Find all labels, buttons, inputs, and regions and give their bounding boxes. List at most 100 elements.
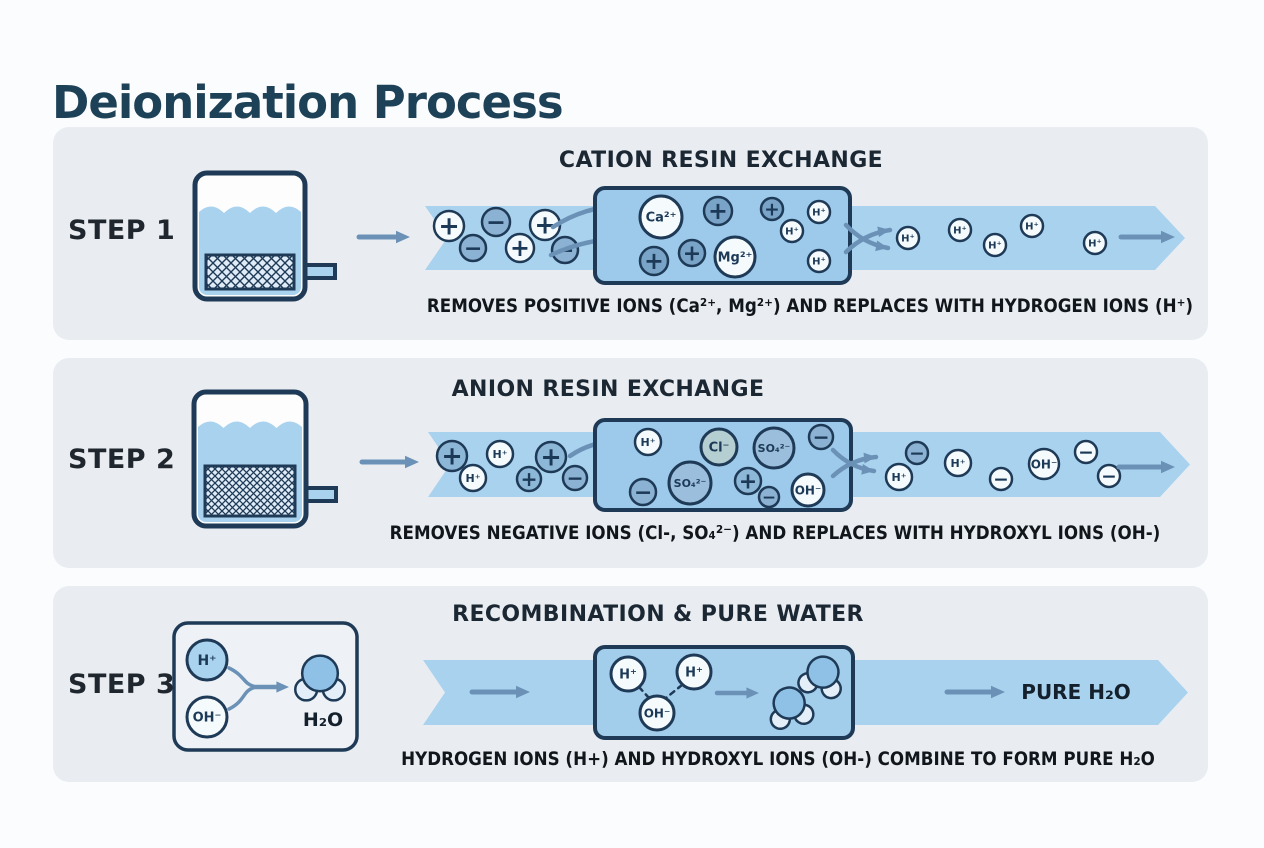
svg-text:OH⁻: OH⁻ (1031, 457, 1058, 471)
ion-circle: + (528, 208, 562, 242)
svg-text:H⁺: H⁺ (891, 471, 906, 484)
ion-circle: SO₄²⁻ (752, 426, 796, 470)
ion-circle: − (561, 464, 589, 492)
ion-circle: + (432, 209, 466, 243)
step-1-figure: +−+−+−Ca²⁺++H⁺H⁺++Mg²⁺H⁺H⁺H⁺H⁺H⁺H⁺ (192, 170, 1185, 302)
svg-text:+: + (534, 211, 555, 241)
tank-icon (192, 170, 337, 302)
svg-text:−: − (566, 466, 583, 490)
ion-circle: Cl⁻ (699, 427, 739, 467)
step-2-label: STEP 2 (68, 444, 176, 475)
svg-text:SO₄²⁻: SO₄²⁻ (674, 477, 707, 490)
ion-circle: + (515, 465, 543, 493)
svg-text:H⁺: H⁺ (812, 208, 826, 219)
svg-text:H⁺: H⁺ (950, 457, 965, 470)
ion-circle: OH⁻ (638, 694, 676, 732)
svg-text:+: + (540, 443, 561, 473)
step-3-label: STEP 3 (68, 669, 176, 700)
ion-circle: OH⁻ (185, 695, 229, 739)
flow-arrow-icon (714, 687, 759, 699)
exchange-arrow-icon (843, 226, 893, 255)
svg-text:−: − (909, 443, 925, 464)
flow-arrow-icon (250, 681, 289, 693)
svg-text:+: + (683, 241, 702, 267)
svg-text:+: + (520, 467, 537, 491)
svg-text:OH⁻: OH⁻ (795, 483, 822, 497)
ion-circle: OH⁻ (790, 472, 826, 508)
tank-icon (191, 389, 338, 529)
ion-circle: − (757, 485, 781, 509)
ion-circle: H⁺ (947, 217, 973, 243)
step-2-panel: +H⁺+H⁺+−H⁺Cl⁻SO₄²⁻−−SO₄²⁻+−OH⁻H⁺−H⁺−OH⁻−… (53, 358, 1208, 568)
ion-circle: H⁺ (884, 462, 914, 492)
svg-text:H⁺: H⁺ (785, 227, 799, 238)
ion-circle: + (733, 466, 763, 496)
step-1-heading: CATION RESIN EXCHANGE (558, 148, 884, 173)
ion-circle: H⁺ (982, 232, 1008, 258)
svg-text:−: − (993, 469, 1009, 490)
svg-text:−: − (1078, 442, 1094, 463)
ion-circle: + (435, 439, 469, 473)
ion-circle: H⁺ (1019, 213, 1045, 239)
ion-circle: − (988, 466, 1014, 492)
flow-arrow-icon (469, 685, 530, 699)
ion-circle: SO₄²⁻ (667, 460, 713, 506)
svg-text:H⁺: H⁺ (1088, 239, 1102, 250)
svg-text:H⁺: H⁺ (619, 668, 637, 683)
ion-circle: + (759, 196, 785, 222)
svg-text:H⁺: H⁺ (197, 653, 216, 669)
ion-circle: − (1073, 439, 1099, 465)
svg-text:OH⁻: OH⁻ (644, 706, 671, 720)
svg-text:OH⁻: OH⁻ (193, 711, 222, 726)
step-2-figure: +H⁺+H⁺+−H⁺Cl⁻SO₄²⁻−−SO₄²⁻+−OH⁻H⁺−H⁺−OH⁻−… (191, 389, 1190, 529)
water-molecule-icon (294, 654, 346, 702)
page-title: Deionization Process (52, 76, 564, 130)
svg-text:+: + (510, 234, 530, 262)
bond-dash (664, 683, 684, 700)
svg-text:H⁺: H⁺ (901, 234, 915, 245)
svg-text:SO₄²⁻: SO₄²⁻ (758, 442, 791, 455)
step-1-panel: +−+−+−Ca²⁺++H⁺H⁺++Mg²⁺H⁺H⁺H⁺H⁺H⁺H⁺ STEP … (53, 127, 1208, 340)
svg-text:H⁺: H⁺ (953, 226, 967, 237)
ion-circle: + (677, 238, 707, 268)
ion-circle: − (1096, 463, 1122, 489)
svg-text:H⁺: H⁺ (1025, 222, 1039, 233)
connector-path (227, 666, 255, 688)
step-3-caption: HYDROGEN IONS (H+) AND HYDROXYL IONS (OH… (401, 748, 1155, 770)
ion-circle: H⁺ (675, 653, 713, 691)
figure-label: PURE H₂O (1021, 680, 1130, 704)
ion-circle: − (480, 206, 512, 238)
svg-text:−: − (464, 236, 483, 262)
step-2-heading: ANION RESIN EXCHANGE (451, 377, 765, 402)
ion-circle: H⁺ (806, 199, 832, 225)
ion-circle: − (807, 423, 835, 451)
svg-text:−: − (486, 208, 506, 236)
svg-text:H⁺: H⁺ (685, 666, 703, 681)
svg-text:+: + (708, 197, 728, 225)
ion-circle: H⁺ (895, 225, 921, 251)
svg-text:+: + (441, 442, 462, 472)
flow-arrow-icon (359, 455, 419, 469)
svg-text:−: − (634, 480, 653, 506)
ion-circle: Mg²⁺ (713, 235, 757, 279)
flow-arrow-icon (944, 685, 1005, 699)
svg-text:+: + (644, 247, 664, 275)
ion-circle: + (504, 232, 536, 264)
svg-text:+: + (739, 469, 758, 495)
ion-circle: H⁺ (609, 655, 647, 693)
water-molecule-icon (769, 686, 815, 731)
ion-circle: H⁺ (1082, 230, 1108, 256)
svg-text:H⁺: H⁺ (492, 448, 507, 461)
water-molecule-icon (797, 655, 842, 700)
svg-text:−: − (812, 425, 829, 449)
ion-circle: Ca²⁺ (638, 194, 684, 240)
svg-text:H⁺: H⁺ (812, 257, 826, 268)
step-1-label: STEP 1 (68, 215, 176, 246)
svg-text:Cl⁻: Cl⁻ (709, 441, 730, 456)
ion-circle: H⁺ (458, 463, 488, 493)
flow-arrow-icon (1116, 460, 1175, 474)
svg-text:Mg²⁺: Mg²⁺ (718, 251, 753, 266)
